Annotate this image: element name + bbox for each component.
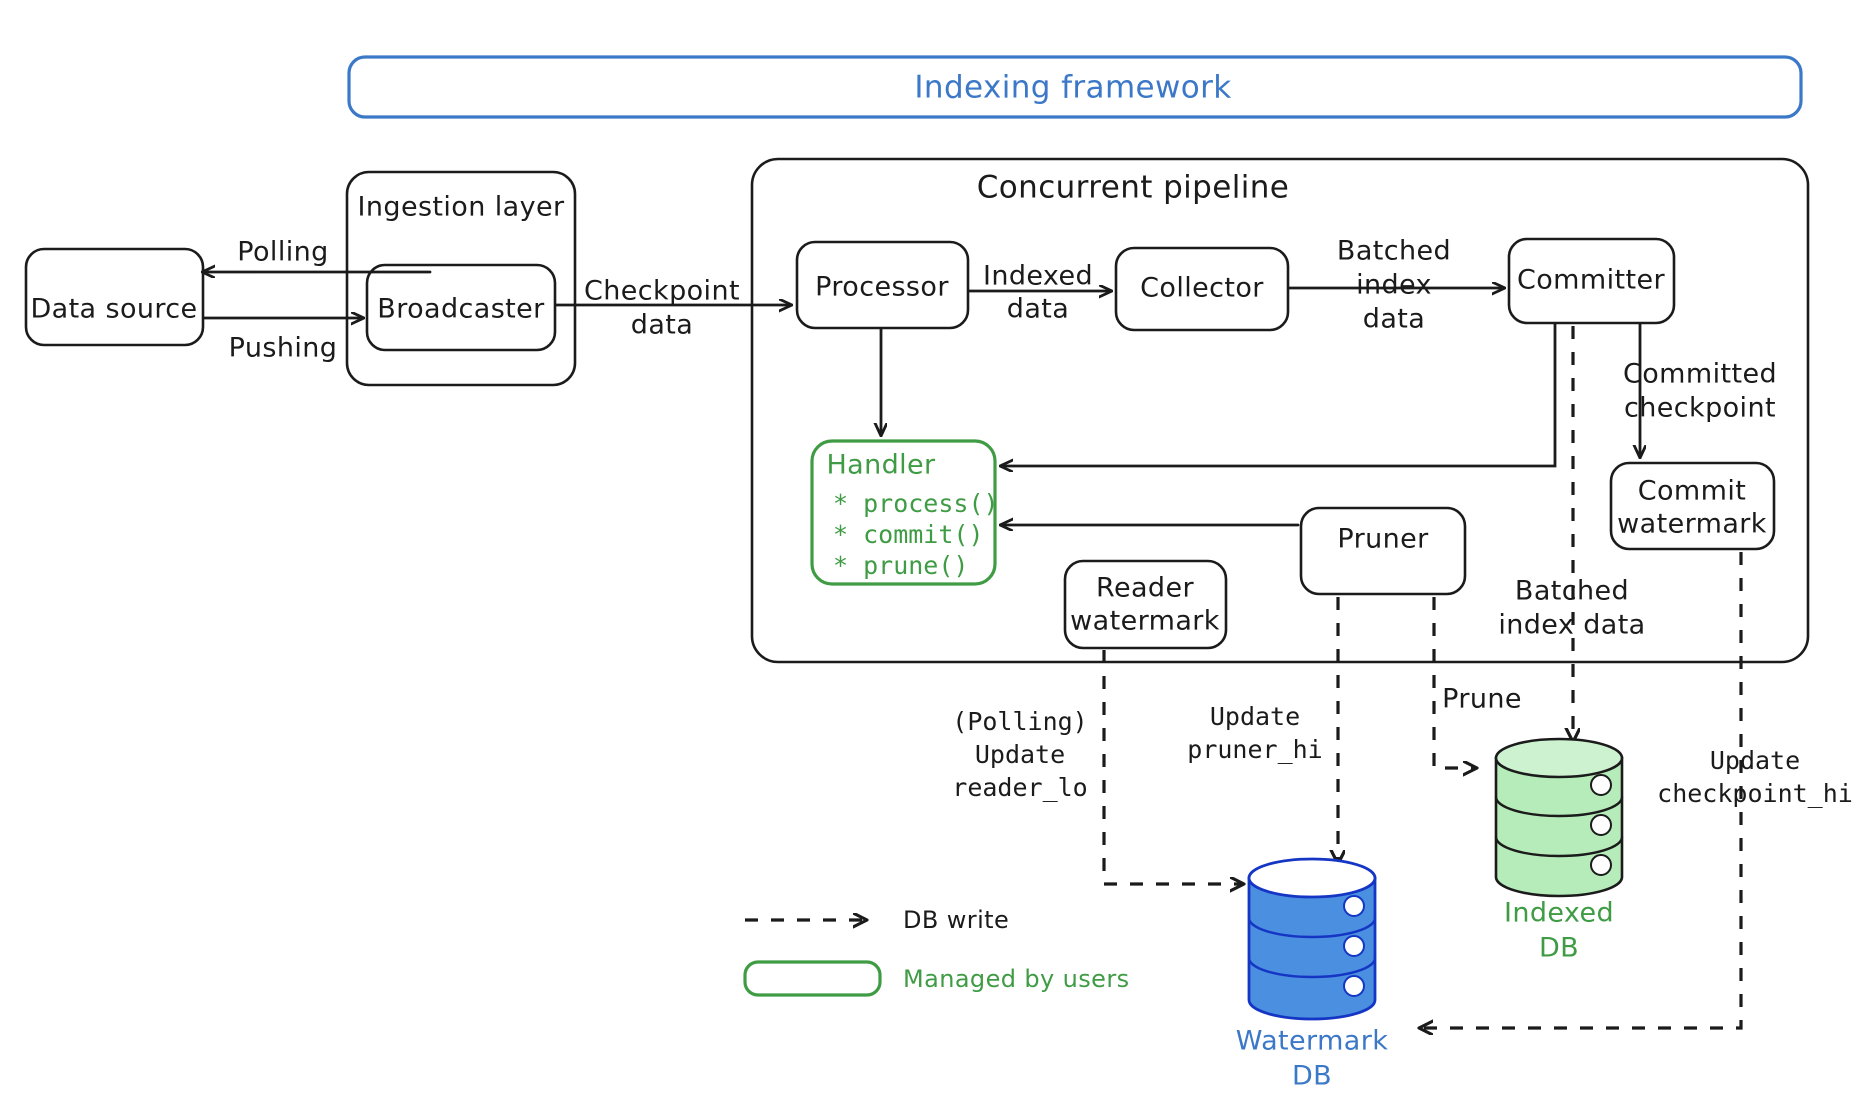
label-indexed-data-2: data bbox=[1007, 294, 1069, 325]
concurrent-pipeline-label: Concurrent pipeline bbox=[977, 170, 1290, 206]
commit-watermark-label-2: watermark bbox=[1617, 509, 1767, 540]
handler-box[interactable] bbox=[810, 439, 997, 586]
label-update-checkpoint-2: checkpoint_hi bbox=[1657, 779, 1853, 808]
watermark-db-label-1: Watermark bbox=[1236, 1026, 1389, 1057]
broadcaster-box[interactable] bbox=[365, 263, 557, 352]
reader-watermark-label-2: watermark bbox=[1070, 606, 1220, 637]
label-checkpoint-data-2: data bbox=[631, 310, 693, 341]
label-checkpoint-data-1: Checkpoint bbox=[584, 276, 740, 307]
reader-watermark-box[interactable] bbox=[1063, 559, 1228, 650]
label-update-pruner-2: pruner_hi bbox=[1187, 735, 1322, 764]
label-batched-index-data2-2: index data bbox=[1498, 610, 1645, 641]
commit-watermark-label-1: Commit bbox=[1638, 476, 1746, 507]
handler-title: Handler bbox=[826, 450, 936, 481]
watermark-db-cylinder[interactable] bbox=[1247, 857, 1377, 1021]
label-update-checkpoint-1: Update bbox=[1710, 746, 1800, 775]
processor-label: Processor bbox=[815, 272, 949, 303]
edge-prune bbox=[1432, 597, 1475, 768]
label-batched-index-data-2: index bbox=[1356, 270, 1432, 301]
label-indexed-data-1: Indexed bbox=[983, 261, 1093, 292]
handler-method-prune: * prune() bbox=[833, 551, 968, 580]
indexed-db-label-2: DB bbox=[1539, 933, 1579, 964]
label-committed-checkpoint-2: checkpoint bbox=[1624, 393, 1776, 424]
label-polling-update-2: Update bbox=[975, 740, 1065, 769]
label-pushing: Pushing bbox=[229, 333, 338, 364]
label-batched-index-data2-1: Batched bbox=[1515, 576, 1629, 607]
indexed-db-label-1: Indexed bbox=[1504, 898, 1614, 929]
label-polling: Polling bbox=[237, 237, 328, 268]
watermark-db-label-2: DB bbox=[1292, 1061, 1332, 1092]
data-source-label: Data source bbox=[30, 294, 197, 325]
edge-committer-to-handler bbox=[1002, 322, 1557, 466]
pruner-box[interactable] bbox=[1299, 506, 1467, 596]
collector-box[interactable] bbox=[1114, 246, 1290, 332]
label-polling-update-3: reader_lo bbox=[952, 773, 1087, 802]
legend-db-write-label: DB write bbox=[903, 906, 1009, 934]
label-polling-update-1: (Polling) bbox=[952, 707, 1087, 736]
committer-label: Committer bbox=[1517, 265, 1665, 296]
processor-box[interactable] bbox=[795, 240, 970, 330]
label-batched-index-data-3: data bbox=[1363, 304, 1425, 335]
committer-box[interactable] bbox=[1507, 237, 1676, 325]
legend-managed-by-users-label: Managed by users bbox=[903, 965, 1130, 993]
framework-title: Indexing framework bbox=[914, 70, 1231, 106]
handler-method-commit: * commit() bbox=[833, 520, 984, 549]
pruner-label: Pruner bbox=[1337, 524, 1429, 555]
collector-label: Collector bbox=[1140, 273, 1264, 304]
handler-method-process: * process() bbox=[833, 489, 999, 518]
edge-update-checkpoint-hi bbox=[1421, 552, 1743, 1028]
data-source-box[interactable] bbox=[24, 247, 205, 347]
indexed-db-cylinder[interactable] bbox=[1494, 737, 1624, 898]
label-prune: Prune bbox=[1442, 684, 1522, 715]
label-batched-index-data-1: Batched bbox=[1337, 236, 1451, 267]
broadcaster-label: Broadcaster bbox=[377, 294, 545, 325]
edge-update-reader-lo bbox=[1102, 650, 1242, 884]
reader-watermark-label-1: Reader bbox=[1096, 573, 1194, 604]
ingestion-layer-label: Ingestion layer bbox=[358, 192, 565, 223]
legend-managed-by-users-swatch bbox=[743, 960, 882, 997]
framework-group-box bbox=[347, 55, 1803, 119]
label-update-pruner-1: Update bbox=[1210, 702, 1300, 731]
commit-watermark-box[interactable] bbox=[1609, 461, 1776, 551]
label-committed-checkpoint-1: Committed bbox=[1623, 359, 1777, 390]
